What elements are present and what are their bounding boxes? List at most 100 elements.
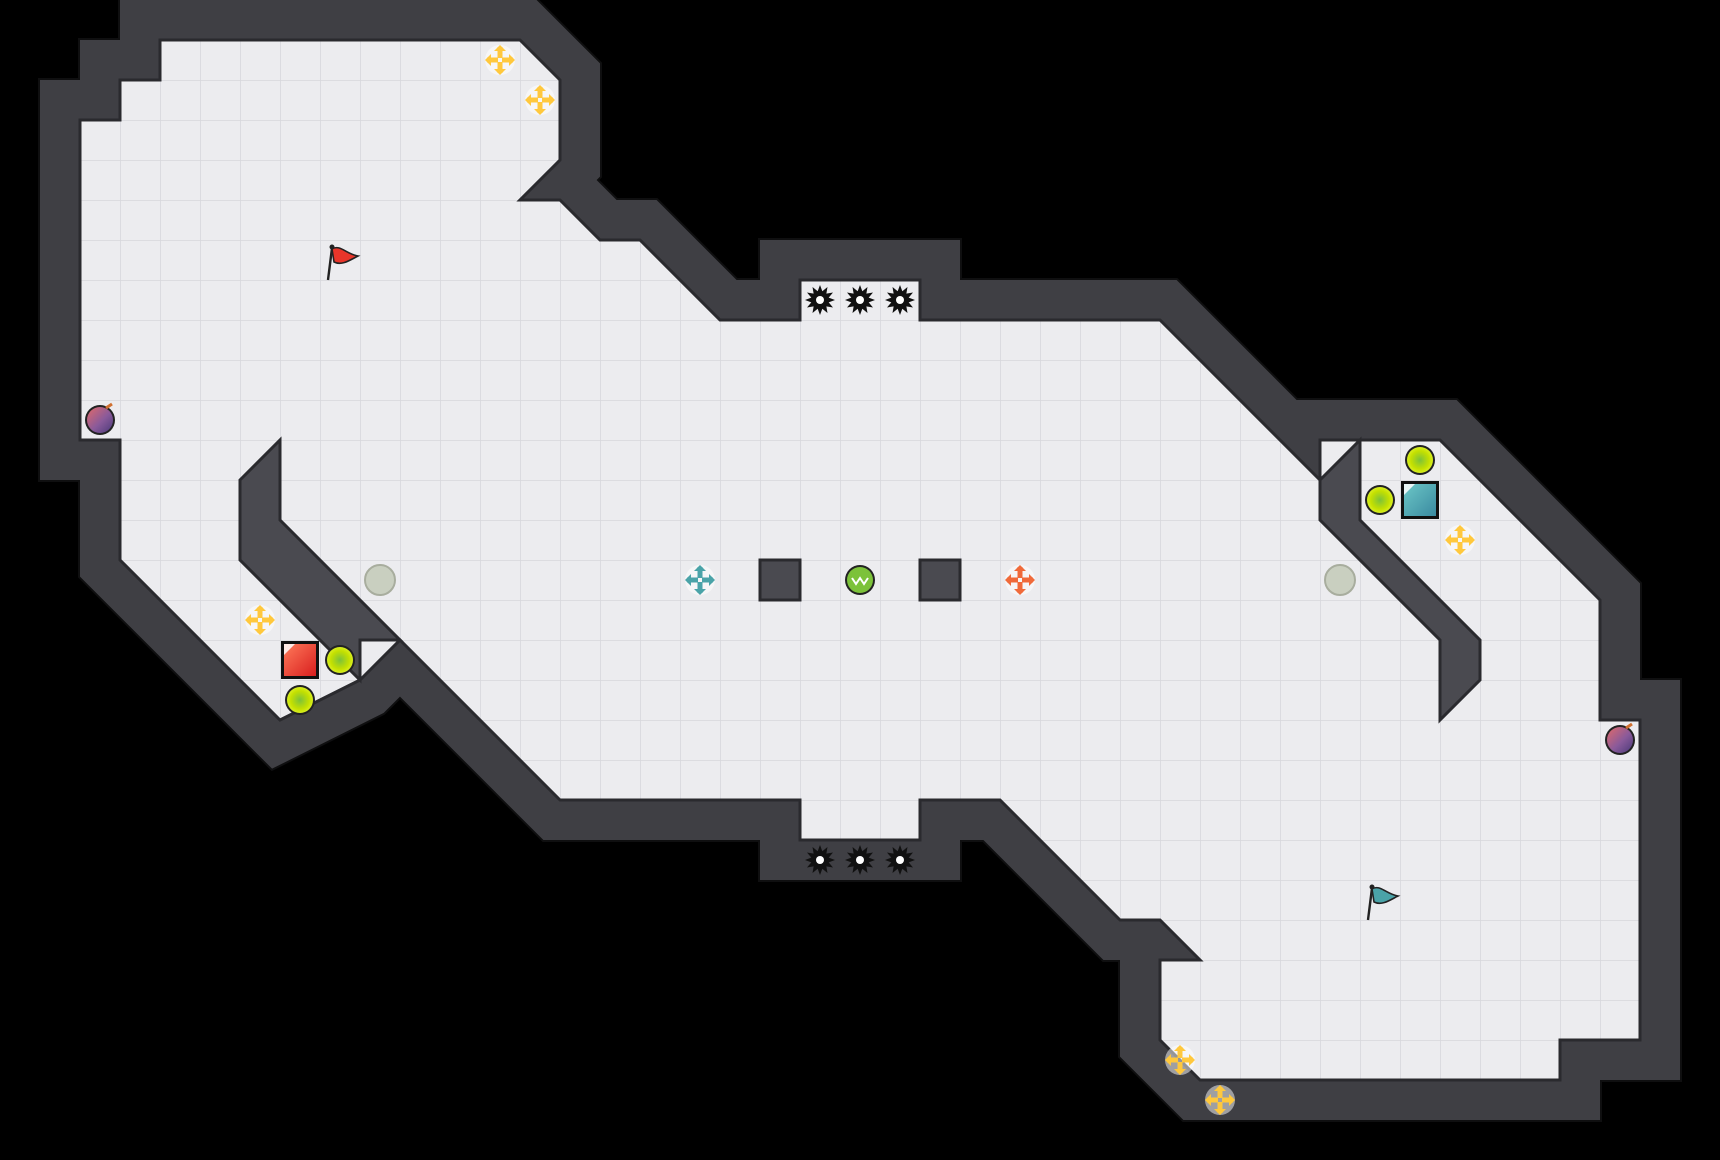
floor-layer [78, 38, 1642, 1082]
boost-head [1174, 1045, 1186, 1051]
boost-head [525, 94, 531, 106]
center-block-left [758, 558, 802, 602]
boost-arrow [1454, 525, 1466, 538]
boost-arrow [685, 574, 698, 586]
blue-boost-icon [685, 565, 715, 595]
flag-cloth [331, 246, 361, 265]
spike-hole [856, 856, 864, 864]
spike-icon [885, 285, 915, 315]
bomb-icon [1605, 722, 1635, 755]
boost-head [1214, 1109, 1226, 1115]
ball-core [847, 567, 873, 593]
powerup-core [327, 647, 353, 673]
boost-arrow [1462, 534, 1475, 546]
spike-icon [845, 845, 875, 875]
bomb-fuse [1625, 722, 1633, 730]
neutral-ball-icon [845, 565, 875, 595]
spike-icon [845, 285, 875, 315]
boost-head [709, 574, 715, 586]
boost-head [685, 574, 691, 586]
powerup-icon [1365, 485, 1395, 515]
boost-glow [1165, 1045, 1195, 1075]
boost-head [694, 565, 706, 571]
boost-arrow [245, 614, 258, 626]
boost-shaft [497, 62, 503, 73]
spike-icon [805, 845, 835, 875]
boost-glow [685, 565, 715, 595]
boost-head [549, 94, 555, 106]
boost-shaft [1177, 1047, 1183, 1058]
boost-arrow [542, 94, 555, 106]
boost-head [1174, 1069, 1186, 1075]
boost-arrow [485, 54, 498, 66]
ball-stripe [851, 576, 869, 586]
blue-endzone-tile [1401, 481, 1439, 519]
boost-shaft [257, 622, 263, 633]
tile-shine [1404, 484, 1415, 495]
boost-arrow [502, 54, 515, 66]
boost-glow [245, 605, 275, 635]
spike-hole [896, 296, 904, 304]
boost-arrow [254, 622, 266, 635]
spike-hole [816, 296, 824, 304]
flag-cloth [1371, 886, 1401, 905]
boost-head [1229, 1094, 1235, 1106]
powerup-core [287, 687, 313, 713]
spike-hole [896, 856, 904, 864]
powerup-icon [325, 645, 355, 675]
boost-arrow [694, 582, 706, 595]
boost-arrow [694, 565, 706, 578]
boost-glow [1205, 1085, 1235, 1115]
inner-wall-layer [238, 436, 1482, 724]
boost-glow [1005, 565, 1035, 595]
boost-arrow [1014, 582, 1026, 595]
object-layer [85, 45, 1635, 1115]
boost-head [1014, 565, 1026, 571]
boost-arrow [1222, 1094, 1235, 1106]
spike-icon [885, 845, 915, 875]
boost-arrow [1174, 1045, 1186, 1058]
boost-glow [525, 85, 555, 115]
boost-head [1454, 549, 1466, 555]
boost-head [694, 589, 706, 595]
boost-head [485, 54, 491, 66]
bomb-icon [85, 402, 115, 435]
boost-arrow [1165, 1054, 1178, 1066]
boost-arrow [702, 574, 715, 586]
boost-icon [245, 605, 275, 635]
powerup-core [1367, 487, 1393, 513]
flag-pole [326, 247, 334, 281]
boost-arrow [1445, 534, 1458, 546]
boost-shaft [537, 87, 543, 98]
bomb-fuse [105, 402, 113, 410]
boost-arrow [1022, 574, 1035, 586]
boost-arrow [1205, 1094, 1218, 1106]
boost-head [534, 109, 546, 115]
left-inner-wall [238, 436, 404, 684]
boost-head [1454, 525, 1466, 531]
boost-head [494, 69, 506, 75]
portal-disc [1324, 564, 1356, 596]
boost-head [1214, 1085, 1226, 1091]
portal-icon [364, 564, 396, 596]
boost-head [494, 45, 506, 51]
boost-arrow [1214, 1085, 1226, 1098]
boost-head [1445, 534, 1451, 546]
boost-arrow [534, 102, 546, 115]
boost-shaft [1177, 1062, 1183, 1073]
boost-shaft [1017, 567, 1023, 578]
boost-arrow [254, 605, 266, 618]
blue-flag-icon [1366, 884, 1401, 921]
boost-shaft [697, 582, 703, 593]
boost-shaft [1457, 542, 1463, 553]
boost-shaft [1217, 1102, 1223, 1113]
boost-icon [1165, 1045, 1195, 1075]
boost-head [254, 629, 266, 635]
boost-shaft [257, 607, 263, 618]
boost-shaft [1217, 1087, 1223, 1098]
boost-head [1005, 574, 1011, 586]
boost-glow [485, 45, 515, 75]
boost-icon [525, 85, 555, 115]
